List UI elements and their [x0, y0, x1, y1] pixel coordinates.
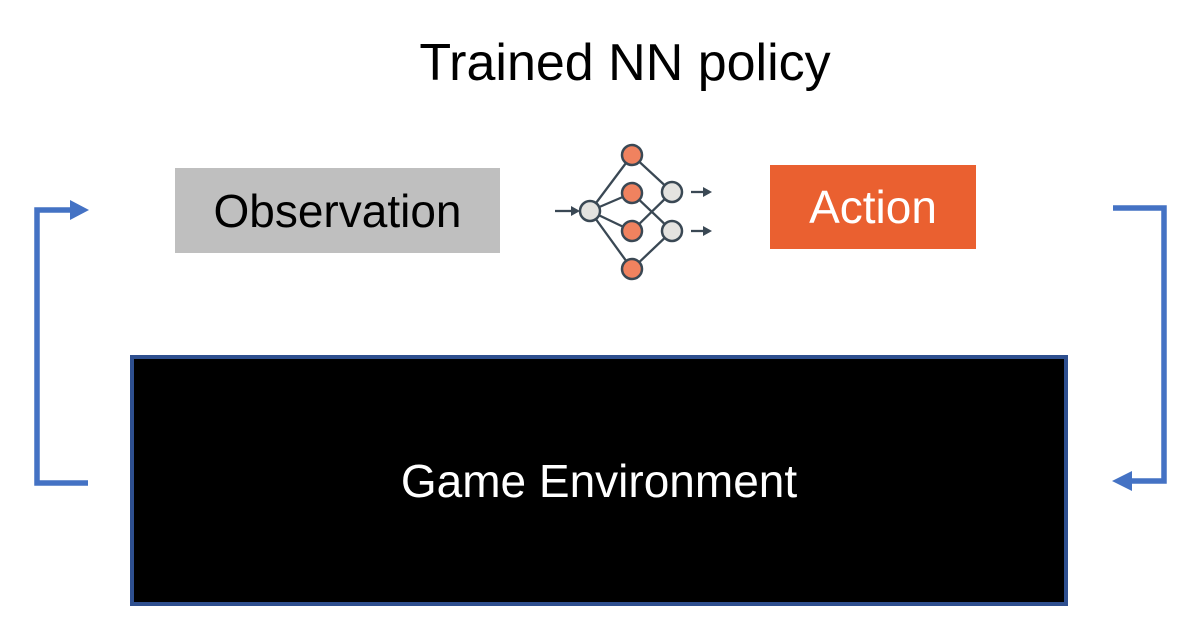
- nn-output-node: [660, 180, 684, 204]
- nn-hidden-node: [620, 181, 644, 205]
- nn-output-node: [660, 219, 684, 243]
- observation-label: Observation: [213, 184, 462, 237]
- nn-hidden-node: [620, 257, 644, 281]
- game-environment-box: Game Environment: [130, 355, 1068, 606]
- action-box: Action: [770, 165, 976, 249]
- feedback-arrow-right-icon: [1112, 205, 1167, 491]
- nn-io-arrowheads: [571, 187, 712, 236]
- feedback-arrow-left-icon: [34, 200, 89, 486]
- game-environment-label: Game Environment: [400, 454, 798, 507]
- nn-input-node: [578, 199, 602, 223]
- observation-box: Observation: [175, 168, 500, 253]
- action-label: Action: [809, 181, 937, 233]
- page-title: Trained NN policy: [419, 34, 831, 92]
- nn-hidden-node: [620, 219, 644, 243]
- nn-hidden-node: [620, 143, 644, 167]
